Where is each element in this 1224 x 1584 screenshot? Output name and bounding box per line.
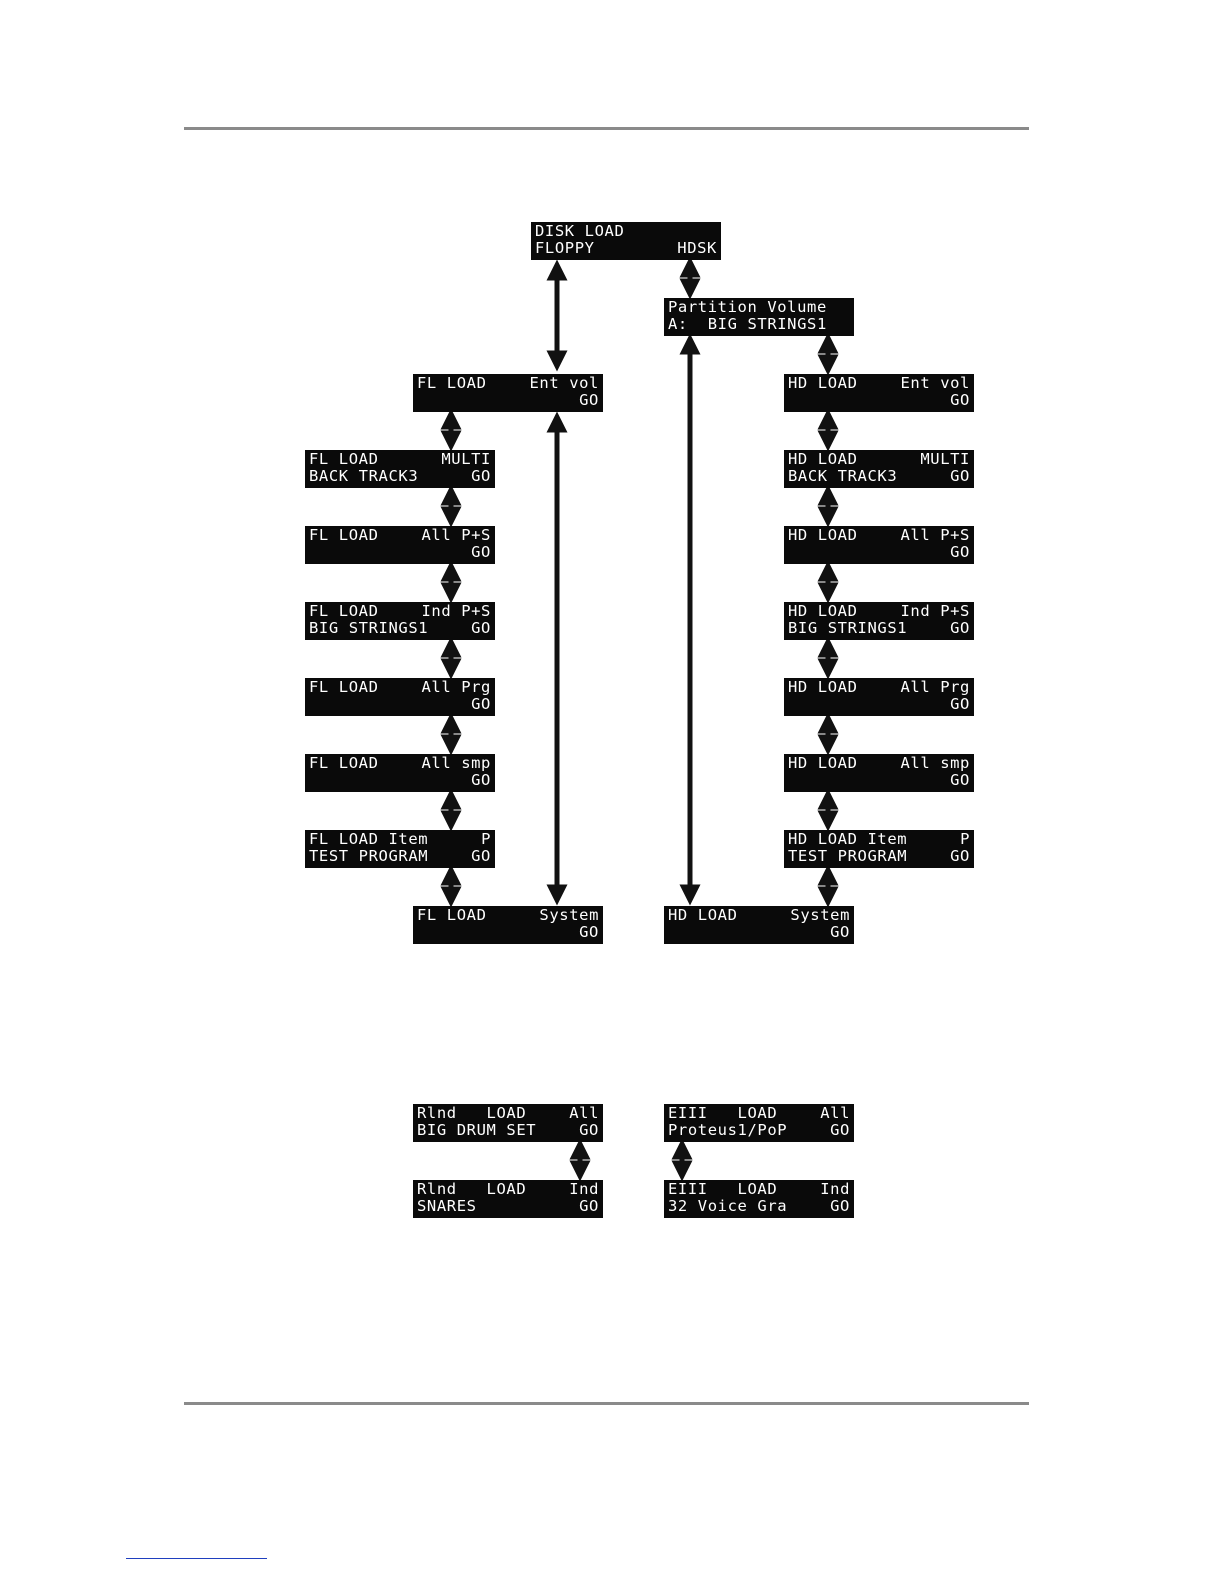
partition-volume-display: Partition Volume A: BIG STRINGS1 bbox=[664, 298, 854, 336]
bottom-rule bbox=[184, 1402, 1029, 1405]
footer-link-underline bbox=[126, 1558, 267, 1559]
top-rule bbox=[184, 127, 1029, 130]
